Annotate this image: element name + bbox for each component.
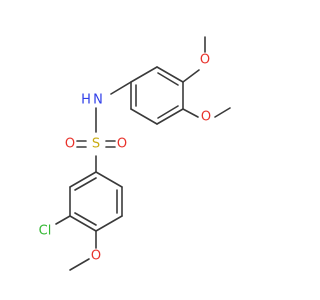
chlorine-atom-label: Cl [39,224,52,239]
bond [95,171,123,188]
bonds [55,36,231,271]
sulfur-atom-label: S [92,137,100,152]
bond [182,69,200,83]
bond [182,108,199,118]
bond [130,66,158,83]
oxygen-atom-label: O [200,53,210,68]
bond [74,177,97,191]
bond [157,105,179,119]
bond [55,215,71,225]
oxygen-atom-label: O [91,249,101,264]
oxygen-atom-label: O [201,110,211,125]
atom-labels: O O N H S O O Cl O [39,53,211,264]
bond [69,258,90,271]
bond [95,215,123,232]
nitrogen-atom-label: N [93,93,103,108]
bond [156,66,184,83]
bond [157,72,179,86]
bond [74,212,97,226]
bond [69,215,97,232]
bond [110,81,132,95]
bond [69,171,97,188]
chemical-structure-diagram: O O N H S O O Cl O [39,36,231,271]
bond [156,108,184,125]
hydrogen-atom-label: H [81,93,91,108]
bond [130,108,158,125]
oxygen-atom-label: O [65,137,75,152]
bond [214,107,231,118]
oxygen-atom-label: O [117,137,127,152]
